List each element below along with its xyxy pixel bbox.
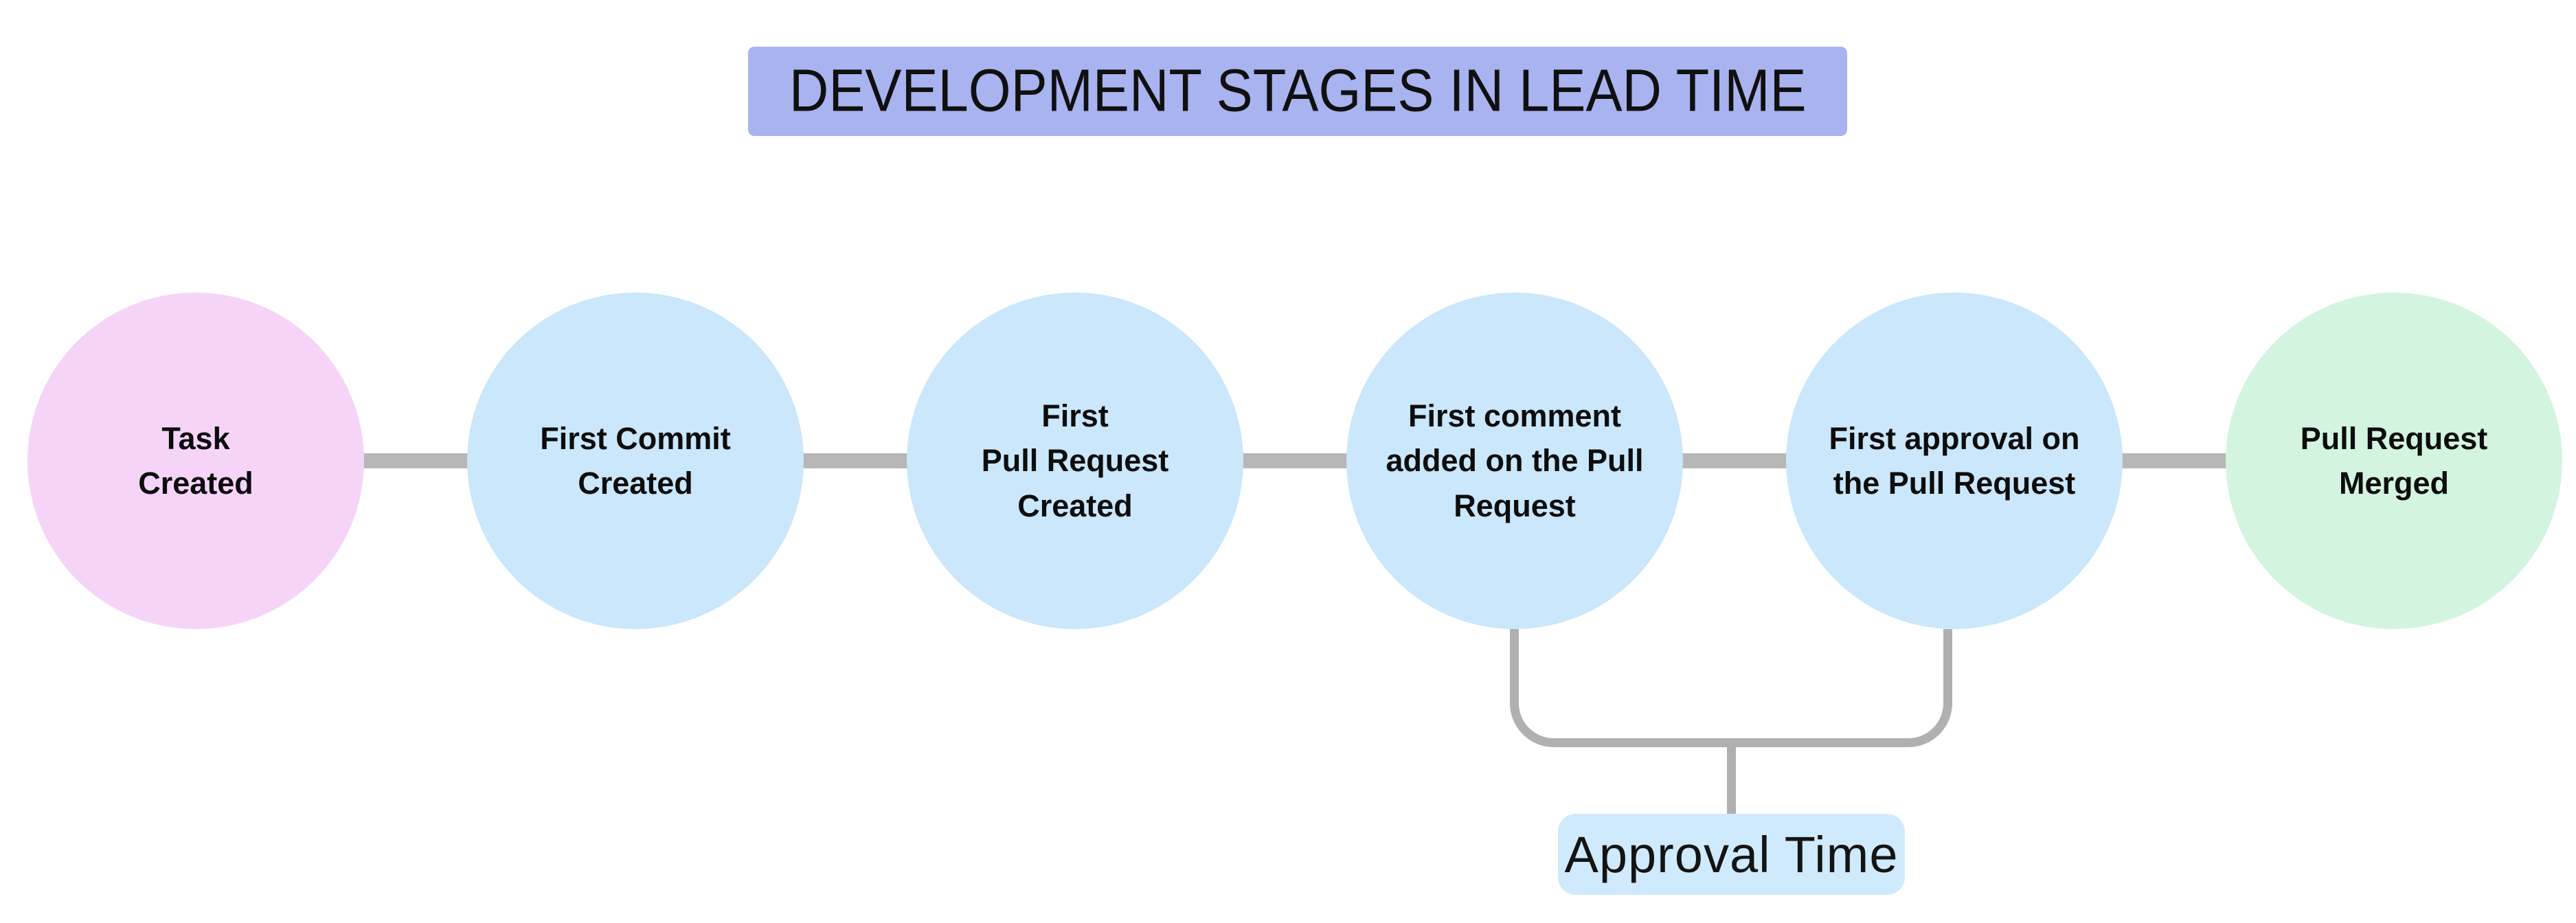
stage-label-4: First approval on the Pull Request bbox=[1829, 420, 2080, 501]
stage-node-4: First approval on the Pull Request bbox=[1786, 293, 2123, 629]
stage-label-3: First comment added on the Pull Request bbox=[1386, 398, 1644, 523]
diagram-title: DEVELOPMENT STAGES IN LEAD TIME bbox=[789, 58, 1807, 124]
approval-time-text: Approval Time bbox=[1564, 825, 1899, 883]
stage-node-1: First Commit Created bbox=[467, 293, 804, 629]
approval-time-bracket-stem bbox=[1727, 746, 1736, 814]
stage-node-3: First comment added on the Pull Request bbox=[1346, 293, 1683, 629]
stage-label-5: Pull Request Merged bbox=[2300, 420, 2488, 501]
stage-node-2: First Pull Request Created bbox=[907, 293, 1243, 629]
approval-time-bracket bbox=[1510, 629, 1952, 747]
approval-time-label: Approval Time bbox=[1558, 814, 1905, 895]
stage-label-0: Task Created bbox=[138, 420, 253, 501]
stage-node-0: Task Created bbox=[27, 293, 364, 629]
stage-label-1: First Commit Created bbox=[540, 420, 731, 501]
title-banner: DEVELOPMENT STAGES IN LEAD TIME bbox=[748, 47, 1847, 136]
stage-label-2: First Pull Request Created bbox=[981, 398, 1169, 523]
stage-node-5: Pull Request Merged bbox=[2226, 293, 2562, 629]
